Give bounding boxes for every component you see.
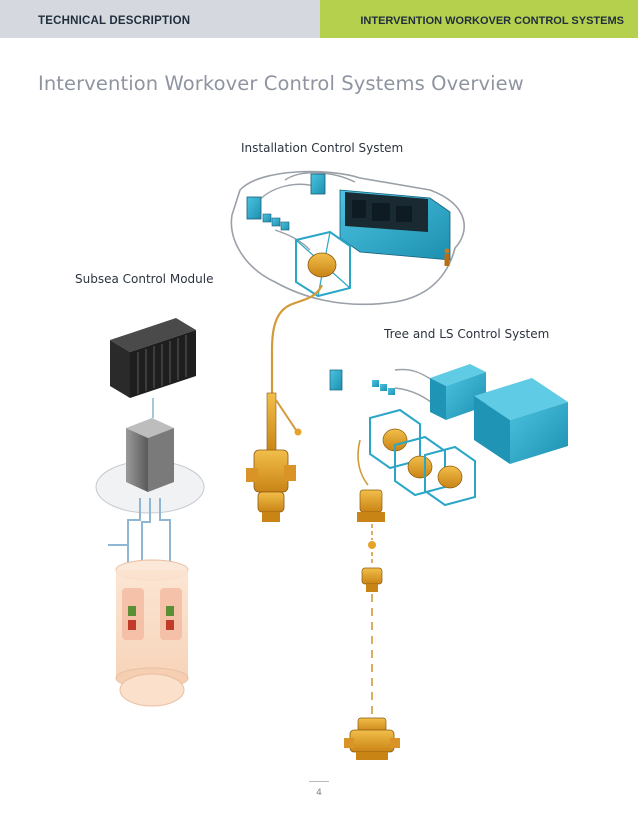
lower-riser-package (361, 567, 383, 592)
page-number: 4 (316, 788, 322, 798)
emergency-disconnect-package (357, 489, 385, 522)
wellhead-cylinder (115, 559, 189, 707)
worker-figure (444, 248, 450, 266)
panel-icon (329, 369, 343, 391)
subsea-control-module (95, 318, 205, 707)
installation-control-system (230, 170, 465, 306)
hydraulic-power-unit (339, 189, 451, 261)
container-large (474, 378, 568, 464)
section-label: TECHNICAL DESCRIPTION (0, 0, 320, 38)
page-header: TECHNICAL DESCRIPTION INTERVENTION WORKO… (0, 0, 638, 38)
chapter-label: INTERVENTION WORKOVER CONTROL SYSTEMS (320, 0, 638, 38)
umbilical-reel (424, 445, 476, 507)
installation-control-system-label: Installation Control System (241, 141, 404, 155)
control-cabinet (126, 418, 174, 492)
umbilical-line (270, 284, 323, 395)
server-rack (110, 318, 196, 398)
junction-boxes (262, 213, 290, 231)
page-number-rule (309, 781, 329, 782)
page-title: Intervention Workover Control Systems Ov… (38, 72, 524, 95)
umbilical-reel (295, 230, 351, 298)
subsea-tree (344, 717, 400, 760)
junction-boxes (372, 380, 395, 395)
tree-ls-control-system-label: Tree and LS Control System (384, 327, 550, 341)
panel-icon (310, 173, 326, 195)
subsea-control-module-label: Subsea Control Module (75, 272, 214, 286)
riser-stack (246, 392, 302, 522)
tree-ls-control-system (329, 364, 568, 760)
panel-icon (246, 196, 262, 220)
